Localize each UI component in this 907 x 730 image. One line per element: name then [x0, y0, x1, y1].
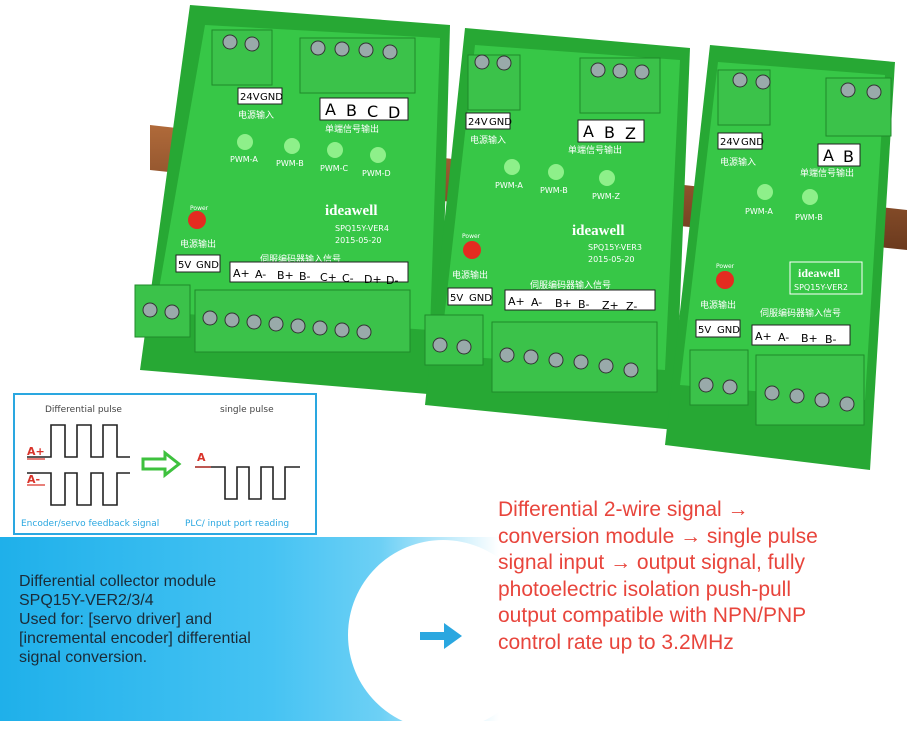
- module-description: Differential collector module SPQ15Y-VER…: [19, 573, 251, 666]
- m3-input-label: 伺服编码器输入信号: [760, 307, 841, 319]
- m1-in-pin-1: A-: [255, 268, 266, 281]
- m2-in-pin-0: A+: [508, 295, 525, 308]
- m2-out-pin-2: Z: [625, 124, 636, 143]
- m2-power-led-label: Power: [462, 233, 481, 240]
- m1-power-out-pin-0: 5V: [178, 260, 191, 271]
- label-a: A: [197, 451, 206, 464]
- m1-led-3: PWM-D: [362, 169, 391, 178]
- m1-out-pin-2: C: [367, 102, 378, 121]
- m3-brand: ideawell: [798, 266, 841, 280]
- m1-power-out-pin-1: GND: [196, 260, 219, 271]
- m3-led-0: PWM-A: [745, 207, 773, 216]
- m1-in-pin-0: A+: [233, 267, 250, 280]
- m1-power-led-label: Power: [190, 205, 209, 212]
- m1-out-pin-3: D: [388, 103, 400, 122]
- m2-led-2: PWM-Z: [592, 192, 621, 201]
- m1-brand: ideawell: [325, 203, 378, 219]
- m3-power-led-label: Power: [716, 263, 735, 270]
- module-ver2: 24V GND 电源输入 A B 单端信号输出 PWM-A PWM-B idea…: [665, 45, 895, 470]
- m3-power-in-pin-0: 24V: [720, 137, 740, 148]
- m2-model: SPQ15Y-VER3: [588, 243, 642, 252]
- m2-in-pin-4: Z+: [602, 299, 619, 312]
- diagram-right-footer: PLC/ input port reading: [185, 519, 290, 529]
- module-ver3: 24V GND 电源输入 A B Z 单端信号输出 PWM-A PWM-B PW…: [424, 28, 690, 430]
- m3-model: SPQ15Y-VER2: [794, 283, 848, 292]
- m3-power-out-pin-0: 5V: [698, 325, 711, 336]
- m2-in-pin-3: B-: [578, 298, 590, 311]
- m2-output-label: 单端信号输出: [568, 144, 622, 156]
- m1-out-pin-0: A: [325, 100, 336, 119]
- m1-in-pin-4: C+: [320, 271, 337, 284]
- m3-power-in-label: 电源输入: [720, 156, 756, 168]
- m3-output-label: 单端信号输出: [800, 167, 854, 179]
- m1-model: SPQ15Y-VER4: [335, 224, 389, 233]
- waveform-a-plus: [27, 424, 130, 458]
- module-ver4: 24V GND 电源输入 A B C D 单端信号输出 PWM-A PWM-B …: [134, 5, 450, 395]
- m1-date: 2015-05-20: [335, 236, 382, 245]
- m1-power-in-pin-1: GND: [260, 92, 283, 103]
- m3-out-pin-1: B: [843, 147, 854, 166]
- signal-diagram-card: Differential pulse single pulse A+ A- A …: [13, 393, 317, 535]
- m2-brand: ideawell: [572, 223, 625, 239]
- m3-out-pin-0: A: [823, 146, 834, 165]
- m2-power-in-pin-0: 24V: [468, 117, 488, 128]
- m2-power-out-pin-1: GND: [469, 293, 492, 304]
- m1-out-pin-1: B: [346, 101, 357, 120]
- m1-led-1: PWM-B: [276, 159, 304, 168]
- m2-input-label: 伺服编码器输入信号: [530, 279, 611, 291]
- m2-led-1: PWM-B: [540, 186, 568, 195]
- m1-led-2: PWM-C: [320, 164, 349, 173]
- blue-arrow-icon: [420, 623, 462, 649]
- feature-description: Differential 2-wire signal → conversion …: [498, 498, 818, 654]
- waveform-single: [195, 466, 300, 500]
- m2-date: 2015-05-20: [588, 255, 635, 264]
- m3-in-pin-3: B-: [825, 333, 837, 346]
- waveform-svg: A+ A- A: [27, 424, 300, 506]
- m1-in-pin-2: B+: [277, 269, 294, 282]
- m2-out-pin-0: A: [583, 122, 594, 141]
- m1-power-in-label: 电源输入: [238, 109, 274, 121]
- m1-power-out-label: 电源输出: [180, 238, 216, 250]
- m3-in-pin-0: A+: [755, 330, 772, 343]
- m2-power-in-label: 电源输入: [470, 134, 506, 146]
- m2-in-pin-5: Z-: [626, 300, 637, 313]
- m1-in-pin-6: D+: [364, 273, 382, 286]
- m1-power-in-pin-0: 24V: [240, 92, 260, 103]
- m3-in-pin-1: A-: [778, 331, 789, 344]
- m2-power-out-label: 电源输出: [452, 269, 488, 281]
- m2-power-out-pin-0: 5V: [450, 293, 463, 304]
- m1-in-pin-7: D-: [386, 274, 398, 287]
- m3-power-out-pin-1: GND: [717, 325, 740, 336]
- label-a-plus: A+: [27, 445, 45, 458]
- m3-power-in-pin-1: GND: [741, 137, 764, 148]
- green-arrow-icon: [141, 449, 182, 479]
- diagram-left-footer: Encoder/servo feedback signal: [21, 519, 160, 529]
- m2-power-in-pin-1: GND: [489, 117, 512, 128]
- m1-in-pin-3: B-: [299, 270, 311, 283]
- m2-in-pin-2: B+: [555, 297, 572, 310]
- m1-in-pin-5: C-: [342, 272, 354, 285]
- m2-led-0: PWM-A: [495, 181, 523, 190]
- m3-power-out-label: 电源输出: [700, 299, 736, 311]
- m1-led-0: PWM-A: [230, 155, 258, 164]
- label-a-minus: A-: [27, 473, 40, 486]
- m2-out-pin-1: B: [604, 123, 615, 142]
- diagram-left-title: Differential pulse: [45, 405, 122, 415]
- m3-led-1: PWM-B: [795, 213, 823, 222]
- m2-in-pin-1: A-: [531, 296, 542, 309]
- m3-in-pin-2: B+: [801, 332, 818, 345]
- m1-output-label: 单端信号输出: [325, 123, 379, 135]
- diagram-right-title: single pulse: [220, 405, 274, 415]
- waveform-a-minus: [27, 472, 130, 506]
